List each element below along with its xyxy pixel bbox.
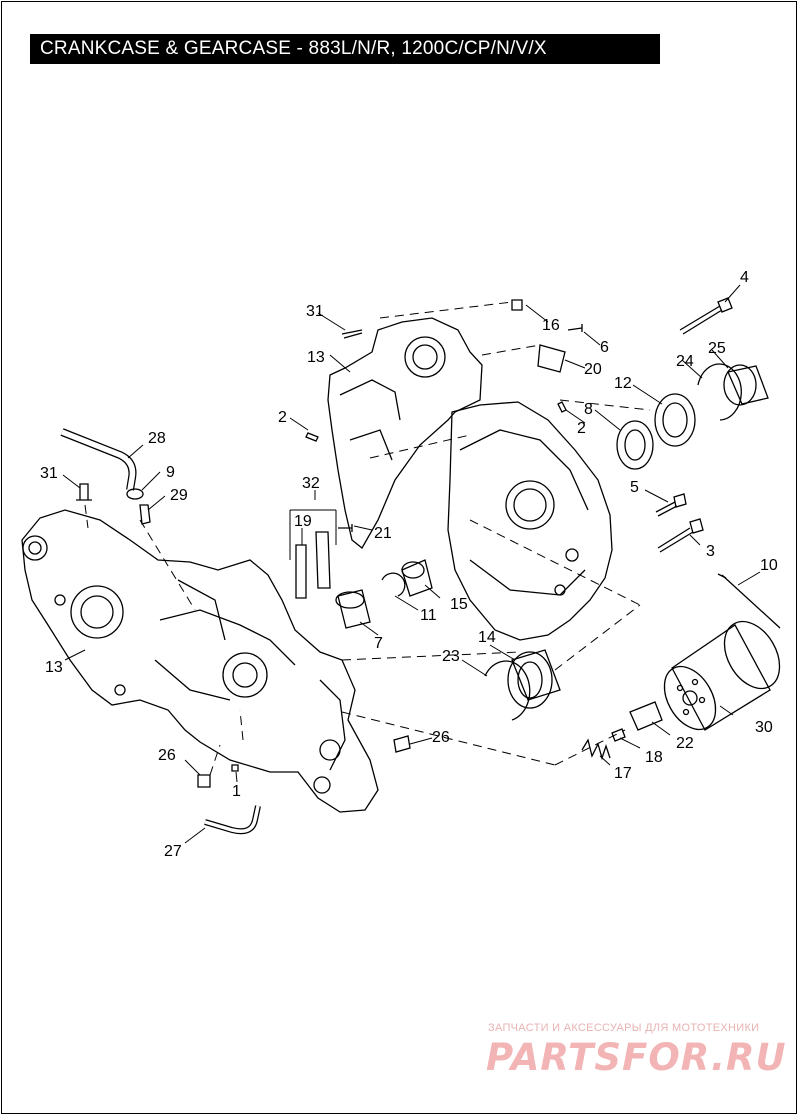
sprocket-spacer-25 <box>727 365 769 405</box>
screw-21 <box>338 524 353 532</box>
retaining-ring-24 <box>697 363 742 421</box>
bolt-4 <box>679 305 723 335</box>
bracket-plate-right <box>315 531 331 589</box>
callout-27: 27 <box>164 843 182 860</box>
retaining-ring <box>381 572 406 597</box>
callout-26-right: 26 <box>432 729 450 746</box>
watermark-tagline: ЗАПЧАСТИ И АКСЕССУАРЫ ДЛЯ МОТОТЕХНИКИ <box>488 1022 760 1034</box>
bracket-plate-left <box>295 544 307 599</box>
callout-17: 17 <box>614 765 632 782</box>
bolt-5 <box>655 501 678 517</box>
callout-1: 1 <box>232 783 241 800</box>
plug-16 <box>511 299 523 311</box>
roller-bearing-15 <box>401 559 433 597</box>
page-title: CRANKCASE & GEARCASE - 883L/N/R, 1200C/C… <box>30 34 660 64</box>
callout-7: 7 <box>374 635 383 652</box>
right-crankcase-half <box>327 317 483 549</box>
callout-11: 11 <box>420 607 437 624</box>
callout-29: 29 <box>170 487 188 504</box>
callout-13-left: 13 <box>45 659 63 676</box>
callout-labels: 4 16 6 20 31 13 2 2 8 12 24 25 5 3 10 28… <box>40 269 778 860</box>
check-valve-18 <box>611 728 626 742</box>
dowel-pin-left <box>305 432 319 442</box>
callout-32: 32 <box>302 475 320 492</box>
left-crankcase-half <box>21 509 379 813</box>
bolt-3 <box>657 527 694 553</box>
watermark-logo: PARTSFOR.RU <box>486 1036 787 1079</box>
cover-plate-20 <box>537 344 566 373</box>
callout-18: 18 <box>645 749 663 766</box>
callout-24: 24 <box>676 353 694 370</box>
callout-5: 5 <box>630 479 639 496</box>
bushing <box>337 589 371 629</box>
stud-left <box>76 483 92 501</box>
callout-20: 20 <box>584 361 602 378</box>
callout-23: 23 <box>442 648 460 665</box>
dowel-pin-right <box>557 401 567 413</box>
dipstick-10 <box>721 574 781 629</box>
plug-26-right <box>393 735 411 753</box>
bearing-14 <box>511 649 561 701</box>
callout-19: 19 <box>294 513 312 530</box>
callout-22: 22 <box>676 735 694 752</box>
callout-10: 10 <box>760 557 778 574</box>
gearcase-housing <box>447 401 613 641</box>
check-valve-spring-17 <box>581 738 611 761</box>
callout-2-right: 2 <box>577 420 586 437</box>
callout-4: 4 <box>740 269 749 286</box>
callout-31-left: 31 <box>40 465 58 482</box>
callout-16: 16 <box>542 317 560 334</box>
screw-6 <box>567 324 583 332</box>
callout-26-left: 26 <box>158 747 176 764</box>
callout-9: 9 <box>166 464 175 481</box>
callout-3: 3 <box>706 543 715 560</box>
callout-15: 15 <box>450 596 468 613</box>
breather-hose-inner <box>60 429 136 491</box>
breather-hose <box>60 428 137 491</box>
stud-right <box>341 329 363 339</box>
callout-25: 25 <box>708 340 726 357</box>
plug-26-left <box>197 774 211 788</box>
callout-31-right: 31 <box>306 303 324 320</box>
callout-30: 30 <box>755 719 773 736</box>
callout-14: 14 <box>478 629 496 646</box>
callout-12: 12 <box>614 375 632 392</box>
callout-2-left: 2 <box>278 409 287 426</box>
dowel-pin-1 <box>231 764 239 772</box>
breather-fitting <box>139 504 151 525</box>
hose-clamp <box>126 488 144 500</box>
leader-lines <box>62 284 761 844</box>
oil-seal <box>616 420 654 470</box>
callout-28: 28 <box>148 430 166 447</box>
callout-6: 6 <box>600 339 609 356</box>
callout-8: 8 <box>584 401 593 418</box>
callout-13-right: 13 <box>307 349 325 366</box>
main-bearing-12 <box>654 393 696 447</box>
oil-filter <box>663 620 781 731</box>
filter-adapter-22 <box>629 701 663 731</box>
snap-ring-23 <box>484 660 531 721</box>
callout-21: 21 <box>374 525 392 542</box>
